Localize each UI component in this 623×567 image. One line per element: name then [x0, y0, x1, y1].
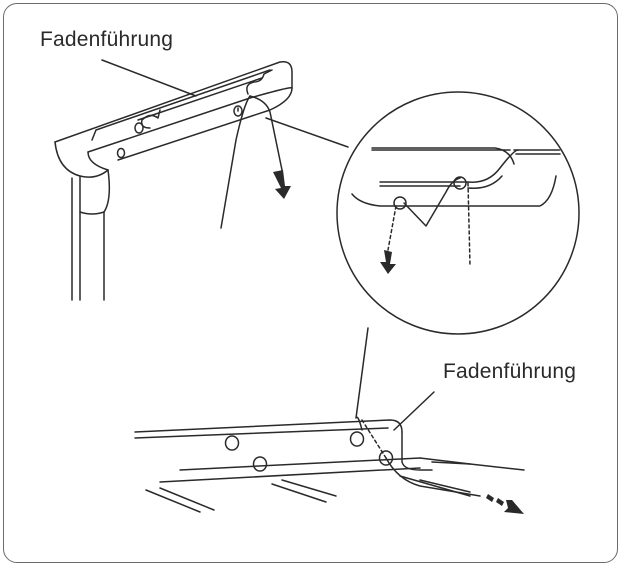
illustration-frame — [3, 3, 618, 563]
upper-arrow — [273, 170, 291, 199]
upper-thread-guide — [116, 69, 273, 159]
zoom-leader-line — [265, 117, 349, 148]
top-thread-guide-label: Fadenführung — [40, 28, 174, 51]
bottom-thread-guide-label: Fadenführung — [443, 360, 577, 383]
lower-bed — [134, 419, 525, 513]
lower-thread — [355, 327, 481, 497]
lower-arrow — [486, 494, 524, 514]
bottom-label-leader — [393, 391, 435, 431]
upper-thread — [220, 95, 283, 229]
top-label-leader — [101, 59, 197, 97]
zoom-circle — [336, 91, 580, 335]
